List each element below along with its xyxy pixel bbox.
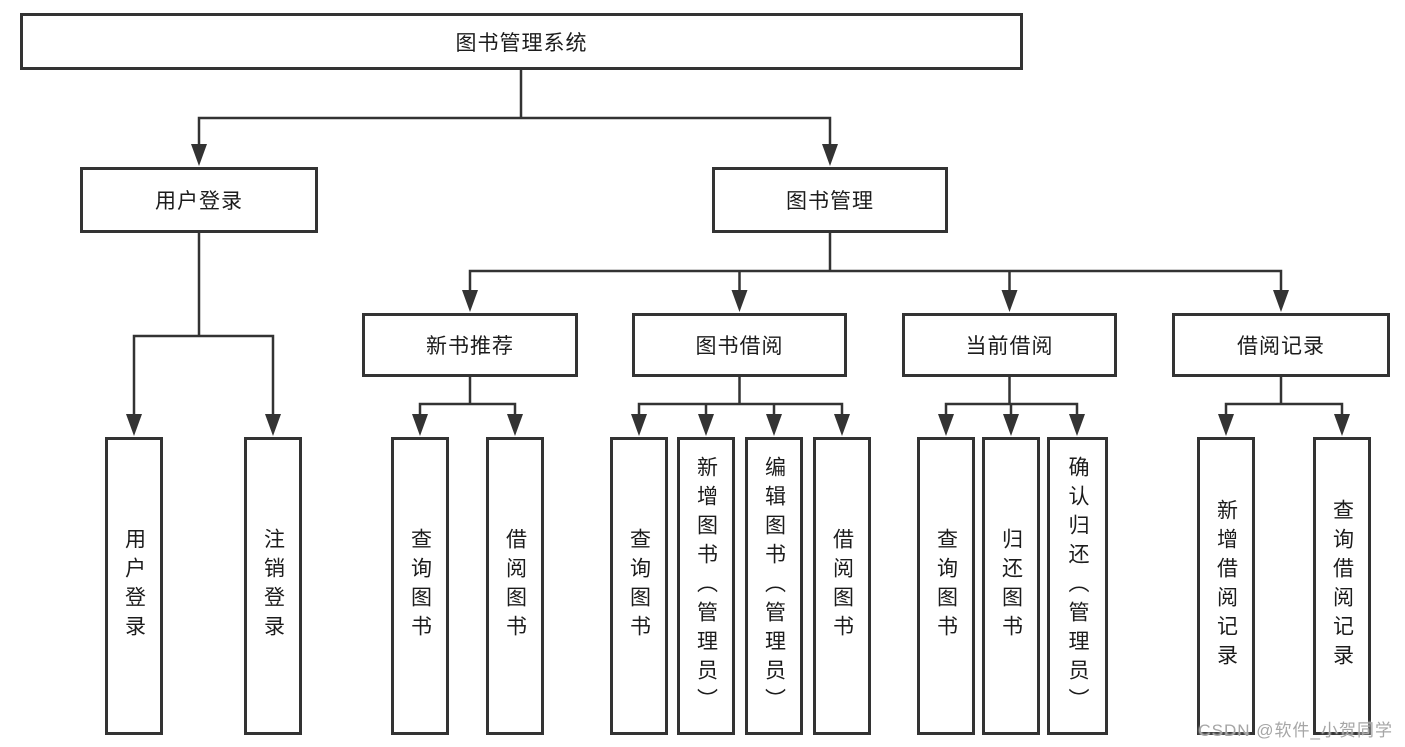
leaf-borrowing-borrow-books-label: 借阅图书	[830, 528, 854, 644]
connector-lines	[132, 68, 1344, 420]
node-book-management: 图书管理	[712, 167, 948, 233]
node-user-login-label: 用户登录	[155, 190, 243, 213]
leaf-current-confirm-return-admin-label: 确认归还（管理员）	[1066, 455, 1089, 717]
leaf-user-login: 用户登录	[105, 437, 163, 735]
csdn-watermark: CSDN @软件_小贺同学	[1198, 721, 1393, 740]
leaf-borrowing-edit-books-admin: 编辑图书（管理员）	[745, 437, 803, 735]
leaf-records-add-record: 新增借阅记录	[1197, 437, 1255, 735]
node-book-borrowing-label: 图书借阅	[695, 335, 784, 358]
node-root-label: 图书管理系统	[455, 31, 588, 55]
leaf-recommend-borrow-books: 借阅图书	[486, 437, 544, 735]
leaf-recommend-query-books: 查询图书	[391, 437, 449, 735]
leaf-records-add-record-label: 新增借阅记录	[1214, 499, 1238, 673]
leaf-current-query-books-label: 查询图书	[934, 528, 958, 644]
leaf-current-confirm-return-admin: 确认归还（管理员）	[1047, 437, 1108, 735]
leaf-recommend-query-books-label: 查询图书	[408, 528, 432, 644]
arrowheads	[126, 144, 1350, 436]
leaf-records-query-record: 查询借阅记录	[1313, 437, 1371, 735]
leaf-borrowing-add-books-admin-label: 新增图书（管理员）	[694, 455, 718, 717]
node-borrowing-records-label: 借阅记录	[1237, 335, 1325, 358]
leaf-user-login-label: 用户登录	[122, 528, 146, 644]
node-borrowing-records: 借阅记录	[1172, 313, 1390, 377]
leaf-current-return-books: 归还图书	[982, 437, 1040, 735]
leaf-borrowing-add-books-admin: 新增图书（管理员）	[677, 437, 735, 735]
node-current-borrowing: 当前借阅	[902, 313, 1117, 377]
node-book-management-label: 图书管理	[786, 190, 874, 213]
leaf-recommend-borrow-books-label: 借阅图书	[503, 528, 527, 644]
node-root: 图书管理系统	[20, 13, 1023, 70]
leaf-logout-label: 注销登录	[261, 528, 285, 644]
leaf-records-query-record-label: 查询借阅记录	[1330, 499, 1354, 673]
node-new-book-recommend: 新书推荐	[362, 313, 578, 377]
node-user-login: 用户登录	[80, 167, 318, 233]
leaf-borrowing-query-books: 查询图书	[610, 437, 668, 735]
leaf-current-return-books-label: 归还图书	[999, 528, 1023, 644]
leaf-logout: 注销登录	[244, 437, 302, 735]
leaf-borrowing-borrow-books: 借阅图书	[813, 437, 871, 735]
leaf-borrowing-query-books-label: 查询图书	[627, 528, 651, 644]
node-book-borrowing: 图书借阅	[632, 313, 847, 377]
leaf-borrowing-edit-books-admin-label: 编辑图书（管理员）	[762, 455, 786, 717]
node-current-borrowing-label: 当前借阅	[965, 335, 1054, 358]
node-new-book-recommend-label: 新书推荐	[426, 335, 514, 358]
leaf-current-query-books: 查询图书	[917, 437, 975, 735]
